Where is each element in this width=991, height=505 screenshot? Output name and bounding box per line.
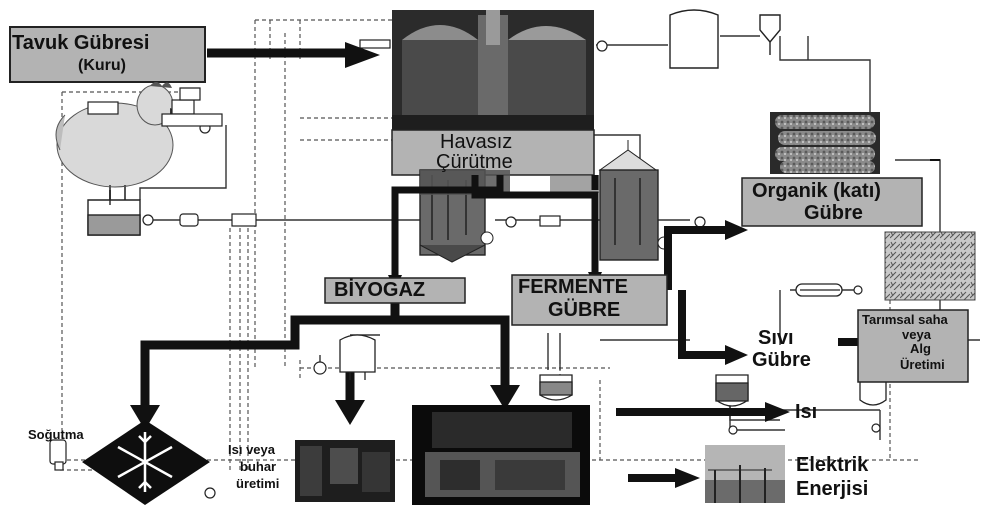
valves xyxy=(49,39,881,499)
algae-image xyxy=(884,231,976,301)
chicken-manure-title: Tavuk Gübresi xyxy=(12,32,150,54)
agri-label-1: Tarımsal saha xyxy=(862,312,948,327)
main-feed-arrow xyxy=(207,42,380,68)
liquid-label-1: Sıvı xyxy=(758,327,794,349)
biogas-label: BİYOGAZ xyxy=(334,279,426,301)
right-tank xyxy=(859,379,887,406)
fermented-box xyxy=(511,274,668,326)
fermented-tank xyxy=(539,374,573,401)
chicken-illustration xyxy=(55,82,180,200)
organic-box xyxy=(741,177,923,227)
anaerobic-label-2: Çürütme xyxy=(436,151,513,173)
liquid-label-2: Gübre xyxy=(752,349,811,371)
anaerobic-box xyxy=(391,129,595,176)
organic-label-2: Gübre xyxy=(804,202,863,224)
generator-photo xyxy=(412,405,590,505)
steam-label-1: Isı veya xyxy=(228,442,275,457)
cooling-snowflake xyxy=(82,420,210,505)
gas-holder xyxy=(339,334,376,380)
anaerobic-label-1: Havasız xyxy=(440,131,513,153)
liquid-tank xyxy=(715,374,749,407)
electric-label-2: Enerjisi xyxy=(796,478,869,500)
powerplant-photo xyxy=(705,445,785,503)
chicken-manure-box xyxy=(9,26,206,83)
steam-label-2: buhar xyxy=(240,459,277,474)
organic-label-1: Organik (katı) xyxy=(752,180,881,202)
cooling-label: Soğutma xyxy=(28,427,84,442)
heat-label: Isı xyxy=(795,401,818,423)
reactor-2 xyxy=(598,140,671,261)
biogas-box xyxy=(324,277,466,304)
collection-tank xyxy=(87,190,141,236)
conveyor xyxy=(795,283,843,297)
agri-box xyxy=(857,309,969,383)
fertilizer-sacks xyxy=(770,112,880,174)
agri-label-3: Alg xyxy=(910,341,931,356)
fermented-label-1: FERMENTE xyxy=(518,276,628,298)
chicken-manure-subtitle: (Kuru) xyxy=(78,57,126,74)
fermented-label-2: GÜBRE xyxy=(548,299,621,321)
steam-label-3: üretimi xyxy=(236,476,280,491)
agri-label-4: Üretimi xyxy=(900,357,945,372)
digester-tanks xyxy=(392,10,594,130)
digester-lower-2 xyxy=(550,175,600,193)
agri-label-2: veya xyxy=(902,327,931,342)
boiler-photo xyxy=(295,440,395,502)
electric-label-1: Elektrik xyxy=(796,454,869,476)
feeder xyxy=(87,87,223,127)
top-right-tanks xyxy=(669,9,781,69)
